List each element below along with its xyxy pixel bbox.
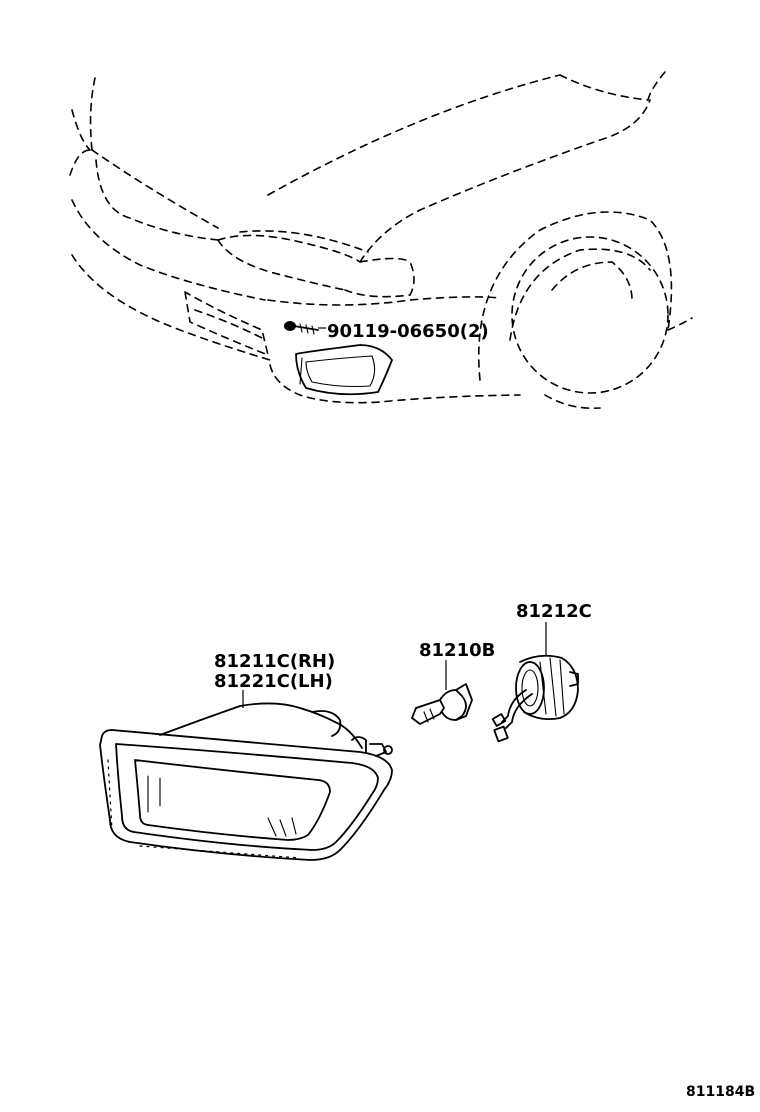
fog-lamp-assembly-icon — [99, 702, 393, 861]
figure-code: 811184B — [686, 1084, 755, 1100]
bolt-icon — [284, 321, 319, 335]
callout-lamp-rh: 81211C(RH) — [214, 651, 335, 672]
callout-lamp-lh: 81221C(LH) — [214, 671, 333, 692]
leader-lines — [242, 327, 547, 708]
fog-lamp-installed-icon — [295, 344, 393, 396]
callout-bulb: 81210B — [419, 640, 495, 661]
callout-bolt: 90119-06650(2) — [327, 321, 489, 342]
car-front-outline — [69, 71, 693, 410]
callout-socket: 81212C — [516, 601, 592, 622]
socket-icon — [491, 654, 579, 743]
bulb-icon — [411, 683, 473, 725]
